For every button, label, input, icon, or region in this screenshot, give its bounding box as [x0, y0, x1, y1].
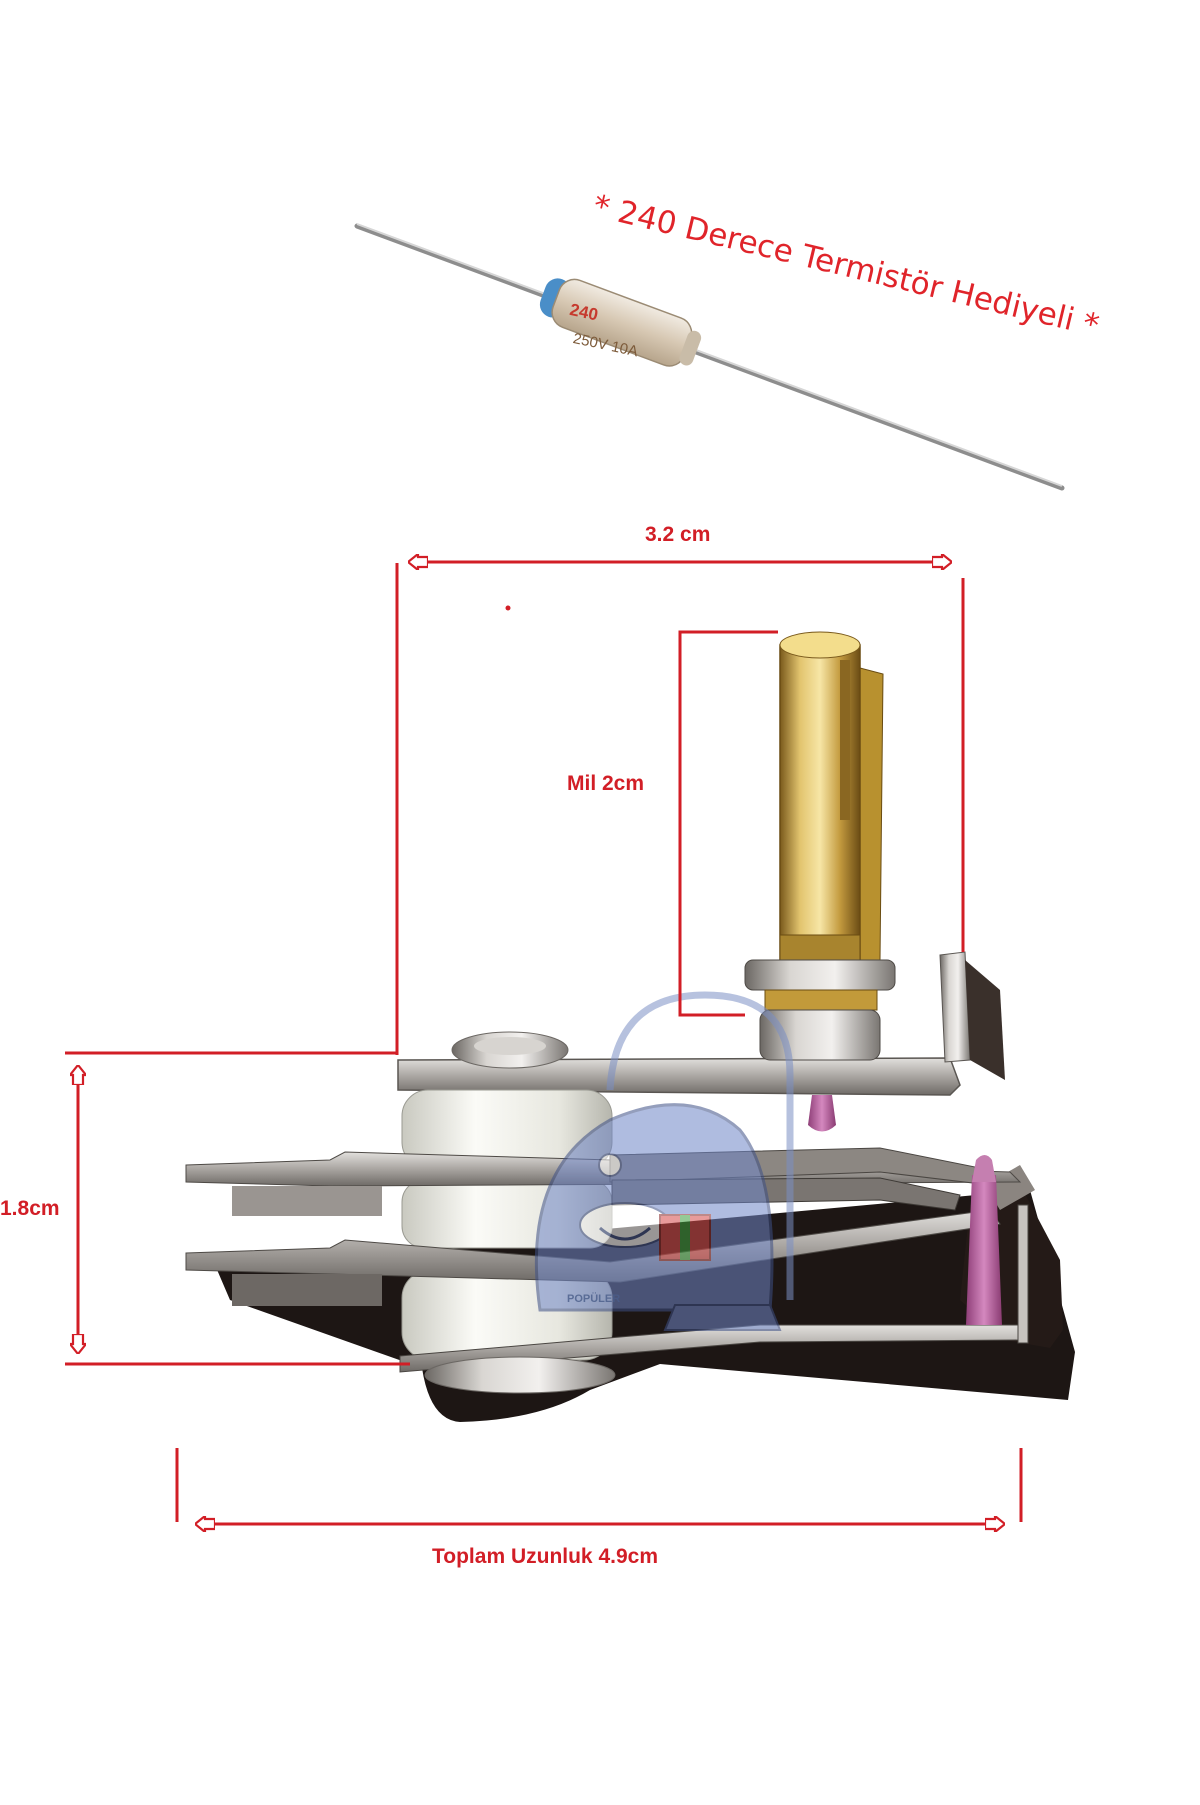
- width-label: 3.2 cm: [645, 523, 711, 546]
- dimension-lines: [65, 562, 1023, 1524]
- height-label: 1.8cm: [0, 1197, 60, 1220]
- thermal-fuse-image: [354, 223, 1065, 491]
- shaft-label: Mil 2cm: [567, 772, 645, 795]
- watermark-logo-text: POPÜLER: [567, 1293, 621, 1305]
- stray-dot: [505, 605, 511, 611]
- total-length-label: Toplam Uzunluk 4.9cm: [432, 1545, 658, 1568]
- shaft-bracket: [678, 630, 778, 1017]
- watermark-logo: [534, 991, 794, 1331]
